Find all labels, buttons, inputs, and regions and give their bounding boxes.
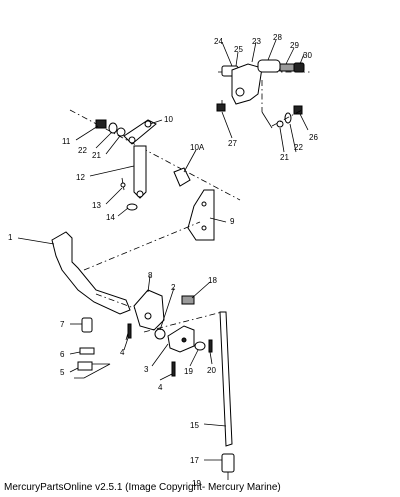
part-17-coupler: [221, 453, 235, 473]
shift-lever-assembly: [51, 221, 201, 315]
part-28-rod-end: [257, 59, 281, 73]
part-11-bolt: [95, 119, 107, 129]
callout-5: 5: [60, 368, 65, 377]
part-10a-bushing: [173, 167, 191, 187]
callout-12: 12: [76, 173, 85, 182]
callout-11: 11: [62, 137, 71, 146]
upper-linkage-assembly: [216, 59, 312, 129]
callout-10a: 10A: [190, 143, 205, 152]
part-18-pin: [181, 295, 195, 305]
callout-4-upper: 4: [120, 348, 125, 357]
callout-22-left: 22: [78, 146, 87, 155]
callout-29: 29: [290, 41, 299, 50]
callout-3: 3: [144, 365, 149, 374]
part-23-pivot: [235, 87, 245, 97]
callout-8: 8: [148, 271, 153, 280]
part-26-bolt: [293, 105, 303, 115]
lower-shift-assembly: [74, 289, 223, 379]
callout-22-right: 22: [294, 143, 303, 152]
callout-1: 1: [8, 233, 13, 242]
middle-lever-assembly: [69, 109, 241, 241]
part-23-bracket: [231, 63, 263, 105]
callout-7: 7: [60, 320, 65, 329]
callout-27: 27: [228, 139, 237, 148]
callout-2: 2: [171, 283, 176, 292]
part-22-washer-left: [108, 122, 118, 134]
callout-17: 17: [190, 456, 199, 465]
part-5-retainer: [77, 361, 93, 371]
callout-26: 26: [309, 133, 318, 142]
part-2-washer: [154, 328, 166, 340]
part-1-shift-lever: [51, 231, 131, 315]
callout-21-right: 21: [280, 153, 289, 162]
callout-4-lower: 4: [158, 383, 163, 392]
callout-19: 19: [184, 367, 193, 376]
part-15-shift-rod: [219, 311, 233, 447]
part-27-screw: [216, 103, 226, 112]
callout-15: 15: [190, 421, 199, 430]
part-20-screw: [208, 339, 213, 353]
callout-13: 13: [92, 201, 101, 210]
callout-21-left: 21: [92, 151, 101, 160]
callout-19-bottom: 19: [192, 479, 201, 488]
part-30-nut: [293, 62, 305, 73]
callout-20: 20: [207, 366, 216, 375]
part-29-rod: [279, 63, 295, 72]
part-3-shift-block: [167, 325, 195, 353]
part-4-screw-upper: [127, 323, 132, 339]
part-19-washer: [194, 341, 206, 351]
part-21-nut: [276, 120, 284, 128]
part-14-washer: [126, 203, 138, 211]
callout-23: 23: [252, 37, 261, 46]
part-13-pin: [120, 182, 126, 188]
callout-6: 6: [60, 350, 65, 359]
part-6-clip: [79, 347, 95, 355]
callout-25: 25: [234, 45, 243, 54]
part-4-screw-lower: [171, 361, 176, 377]
copyright-footer: MercuryPartsOnline v2.5.1 (Image Copyrig…: [4, 482, 281, 493]
callout-30: 30: [303, 51, 312, 60]
part-9-bracket: [187, 189, 215, 241]
leader-lines: [17, 39, 309, 461]
part-7-screw: [81, 317, 93, 333]
shift-rod-assembly: [219, 311, 235, 480]
callout-9: 9: [230, 217, 235, 226]
part-12-link-arm: [133, 145, 147, 199]
callout-labels: 24 25 23 28 29 30 27 21 22 26 10 11 22 2…: [8, 33, 318, 488]
callout-18: 18: [208, 276, 217, 285]
part-22-washer: [284, 112, 292, 124]
callout-10: 10: [164, 115, 173, 124]
part-8-cam: [133, 289, 165, 331]
part-21-bushing: [116, 127, 126, 137]
callout-14: 14: [106, 213, 115, 222]
callout-28: 28: [273, 33, 282, 42]
callout-24: 24: [214, 37, 223, 46]
